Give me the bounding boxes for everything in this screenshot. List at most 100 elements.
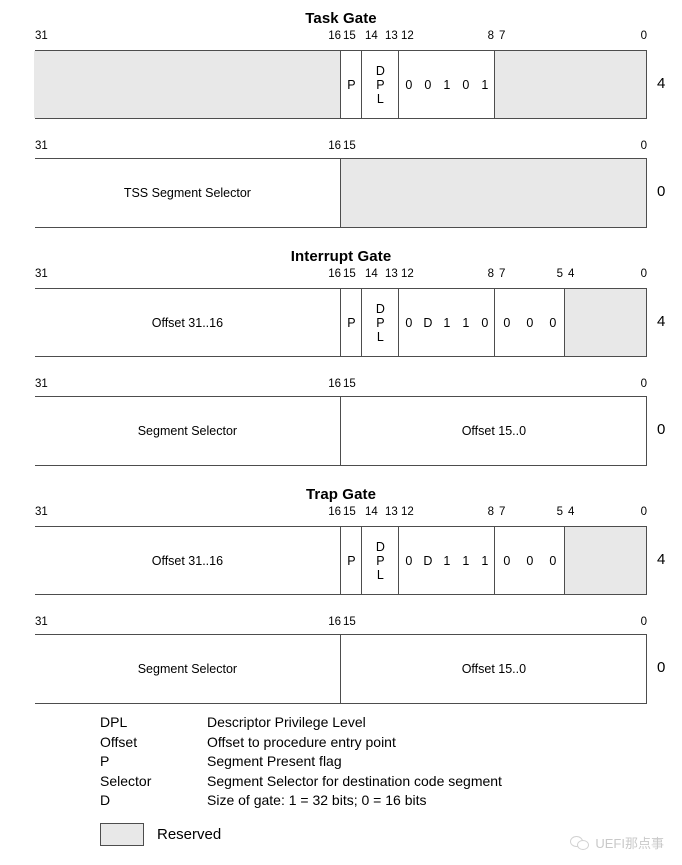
bit-value: 0	[405, 553, 413, 568]
bit-number-label: 13	[385, 506, 398, 518]
bit-value: 0	[405, 77, 413, 92]
bit-number-label: 14	[365, 268, 378, 280]
descriptor-word: Segment Selector Offset 15..0	[34, 634, 647, 704]
word-byte-offset-label: 0	[657, 659, 666, 676]
field-offset-low: Offset 15..0	[340, 635, 647, 703]
field-label: Offset 31..16	[151, 315, 224, 330]
legend-description: Descriptor Privilege Level	[207, 714, 366, 730]
bit-number-label: 15	[343, 616, 356, 628]
field-p-flag: P	[340, 527, 362, 594]
bit-number-label: 0	[640, 378, 647, 390]
bit-number-label: 16	[328, 268, 341, 280]
field-reserved-high	[34, 51, 341, 118]
bit-number-label: 15	[343, 140, 356, 152]
legend-term: Selector	[100, 772, 152, 789]
field-label: Segment Selector	[137, 662, 238, 676]
bit-number-label: 7	[499, 268, 506, 280]
bit-value: 0	[549, 553, 557, 568]
reserved-legend-label: Reserved	[157, 825, 222, 843]
legend-term: P	[100, 753, 110, 769]
bit-number-label: 31	[35, 378, 48, 390]
field-offset-high: Offset 31..16	[34, 289, 341, 356]
bit-number-label: 0	[640, 268, 647, 280]
field-label: P	[347, 77, 356, 92]
word-byte-offset-label: 4	[657, 74, 666, 92]
bit-number-label: 16	[328, 30, 341, 42]
bit-number-label: 8	[487, 268, 494, 280]
field-label: D P L	[375, 539, 385, 582]
reserved-color-swatch	[100, 822, 144, 846]
field-reserved-low	[564, 527, 647, 594]
bit-value: 1	[481, 77, 489, 92]
bit-number-label: 5	[556, 268, 563, 280]
bit-number-label: 13	[385, 268, 398, 280]
legend-term: DPL	[100, 714, 128, 730]
bit-number-label: 31	[35, 506, 48, 518]
gate-title: Interrupt Gate	[290, 248, 392, 265]
reserved-legend: Reserved	[100, 822, 360, 847]
gate-title: Task Gate	[305, 10, 377, 27]
bit-value: 0	[462, 77, 470, 92]
bit-number-label: 4	[568, 506, 575, 518]
bit-value: 1	[443, 315, 451, 330]
bit-number-label: 14	[365, 506, 378, 518]
bit-value: 0	[481, 315, 489, 330]
field-label: Offset 31..16	[151, 553, 224, 568]
field-segment-selector: Segment Selector	[34, 397, 341, 465]
bit-number-label: 12	[401, 268, 414, 280]
bit-number-label: 31	[35, 30, 48, 42]
bit-value: D	[423, 553, 433, 568]
field-offset-high: Offset 31..16	[34, 527, 341, 594]
field-label: TSS Segment Selector	[123, 186, 251, 200]
wechat-logo-icon	[570, 836, 590, 851]
bit-number-label: 7	[499, 506, 506, 518]
legend-description: Segment Selector for destination code se…	[207, 772, 502, 789]
bit-value: 0	[526, 553, 534, 568]
bit-value: 1	[481, 553, 489, 568]
bit-number-label: 14	[365, 30, 378, 42]
bit-number-label: 4	[568, 268, 575, 280]
field-label: D P L	[375, 63, 385, 106]
legend-term: D	[100, 792, 111, 808]
bit-number-label: 12	[401, 506, 414, 518]
legend-description: Segment Present flag	[207, 753, 342, 769]
field-reserved-low	[564, 289, 647, 356]
bit-number-label: 7	[499, 30, 506, 42]
bit-number-label: 31	[35, 140, 48, 152]
bit-number-label: 0	[640, 140, 647, 152]
field-dpl-field: D P L	[361, 289, 399, 356]
field-segment-selector: Segment Selector	[34, 635, 341, 703]
bit-value: 0	[405, 315, 413, 330]
bit-value: 0	[526, 315, 534, 330]
bit-number-label: 0	[640, 616, 647, 628]
bit-number-label: 16	[328, 616, 341, 628]
bit-value: 0	[424, 77, 432, 92]
bit-value: 0	[549, 315, 557, 330]
legend-term: Offset	[100, 733, 138, 750]
bit-number-label: 31	[35, 616, 48, 628]
field-label: D P L	[375, 301, 385, 344]
field-dpl-field: D P L	[361, 527, 399, 594]
bit-number-label: 12	[401, 30, 414, 42]
bit-number-label: 15	[343, 506, 356, 518]
descriptor-word: TSS Segment Selector	[34, 158, 647, 228]
field-p-flag: P	[340, 289, 362, 356]
field-label: Segment Selector	[137, 424, 238, 438]
field-label: P	[347, 315, 356, 330]
word-byte-offset-label: 0	[657, 183, 666, 200]
bit-number-label: 15	[343, 268, 356, 280]
bit-number-label: 15	[343, 378, 356, 390]
bit-number-label: 0	[640, 30, 647, 42]
field-reserved-low	[340, 159, 647, 227]
legend-description: Offset to procedure entry point	[207, 733, 396, 750]
bit-number-label: 8	[487, 506, 494, 518]
